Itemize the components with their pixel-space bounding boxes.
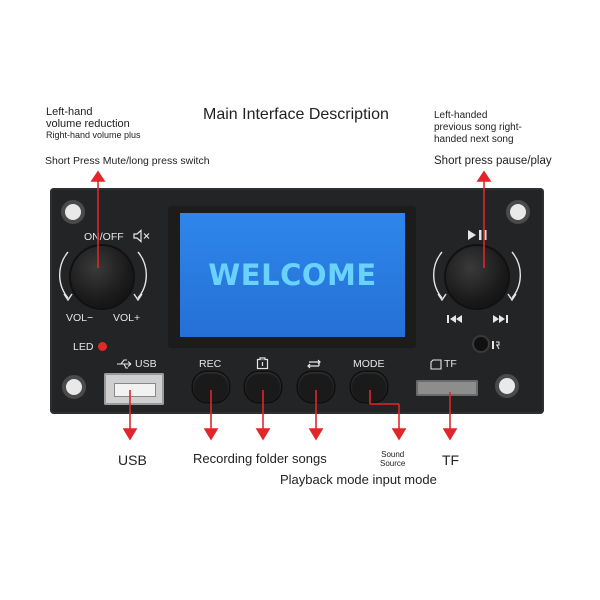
led-label: LED (73, 341, 94, 353)
tf-card-slot[interactable] (416, 380, 478, 396)
next-track-icon (493, 315, 508, 323)
usb-symbol-icon (117, 359, 132, 369)
caption-line: Sound (381, 450, 405, 459)
right-knob-short-press: Short press pause/play (434, 155, 552, 167)
right-knob-annotation: Left-handed previous song right- handed … (434, 110, 522, 146)
arrow-head-volume (90, 170, 106, 182)
vol-minus-label: VOL− (66, 312, 94, 324)
arrow-head-mode (391, 428, 407, 441)
annotation-line: Left-handed (434, 110, 488, 121)
lcd-display: WELCOME (180, 213, 405, 337)
caption-line: Source (380, 459, 406, 468)
ir-receiver-icon (492, 341, 500, 350)
onoff-label: ON/OFF (84, 231, 124, 243)
vol-plus-label: VOL+ (113, 312, 141, 324)
volume-knob[interactable] (71, 246, 133, 308)
led-indicator (98, 342, 107, 351)
annotation-line: Left-hand (46, 106, 93, 118)
arrow-head-tf (442, 428, 458, 441)
arrow-head-mode-playback (308, 428, 324, 441)
sd-card-icon (430, 359, 442, 370)
rec-label: REC (199, 358, 222, 370)
main-title: Main Interface Description (203, 106, 389, 123)
arrow-head-playback (476, 170, 492, 182)
folder-icon (256, 357, 269, 370)
arrow-head-usb (122, 428, 138, 441)
left-knob-annotation-sub: Right-hand volume plus (46, 130, 141, 140)
display-text: WELCOME (208, 258, 377, 292)
mount-hole-bottom-right (495, 374, 519, 398)
mode-button[interactable] (351, 372, 387, 402)
ir-receiver (474, 337, 488, 351)
tf-caption: TF (442, 452, 460, 468)
tf-label: TF (444, 358, 457, 370)
usb-port-inner (114, 383, 156, 397)
playback-arc-icon (432, 251, 522, 302)
playback-mode-caption: Playback mode input mode (280, 472, 437, 487)
left-knob-short-press: Short Press Mute/long press switch (45, 155, 210, 167)
volume-arc-icon (58, 251, 148, 302)
annotation-line: previous song right- (434, 122, 522, 133)
annotation-line: volume reduction (46, 118, 130, 130)
sound-source-caption: Sound Source (380, 450, 405, 468)
mode-label: MODE (353, 358, 385, 370)
speaker-mute-icon (133, 229, 150, 243)
repeat-icon (307, 359, 321, 369)
usb-port-label: USB (135, 358, 157, 370)
mount-hole-bottom-left (62, 375, 86, 399)
mount-hole-top-right (506, 200, 530, 224)
annotation-line: handed next song (434, 134, 514, 145)
mount-hole-top-left (61, 200, 85, 224)
recording-folder-songs-caption: Recording folder songs (193, 451, 327, 466)
playback-knob[interactable] (446, 246, 508, 308)
usb-caption: USB (118, 452, 147, 468)
arrow-head-folder (255, 428, 271, 441)
previous-track-icon (447, 315, 462, 323)
play-pause-icon (468, 230, 487, 240)
arrow-head-rec (203, 428, 219, 441)
left-knob-annotation: Left-hand volume reduction (46, 106, 130, 130)
